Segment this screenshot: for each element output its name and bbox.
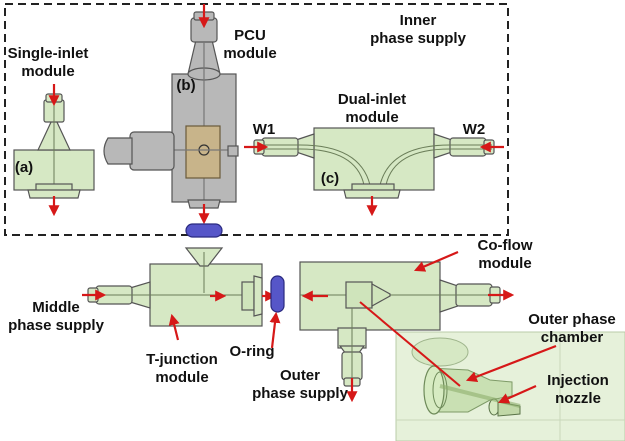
label-w1: W1 — [253, 121, 276, 138]
co-flow-pointer — [413, 250, 459, 272]
inner-phase-group-border — [4, 3, 509, 236]
label-tag-c: (c) — [321, 170, 339, 187]
label-w2: W2 — [463, 121, 486, 138]
label-tag-b: (b) — [176, 77, 195, 94]
o-ring-pointer — [269, 311, 281, 349]
o-ring-top — [185, 223, 223, 238]
pcu-core — [185, 125, 221, 179]
pcu-module — [103, 11, 239, 209]
dual-inlet-module — [253, 127, 495, 199]
single-inlet-module — [13, 93, 95, 199]
label-o-ring: O-ring — [230, 343, 275, 360]
co-flow-module — [299, 261, 501, 387]
inset-zoom-line — [359, 301, 461, 387]
o-ring-bottom — [270, 275, 285, 313]
chamber-pointer — [465, 344, 557, 382]
t-junction-pointer — [168, 313, 180, 341]
t-junction-module — [87, 247, 263, 327]
label-tag-a: (a) — [15, 159, 33, 176]
nozzle-pointer — [497, 384, 537, 404]
